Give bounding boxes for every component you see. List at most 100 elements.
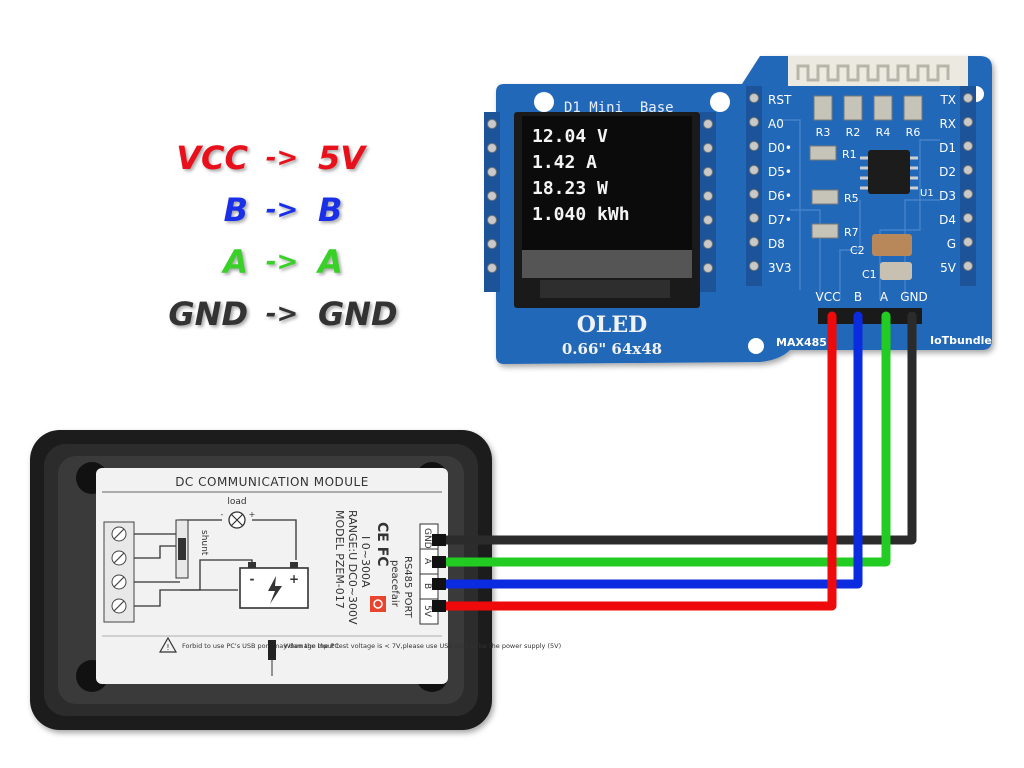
header-pin: [749, 237, 759, 247]
port-label-gnd: GND: [900, 290, 928, 304]
legend-row-a: A -> A: [168, 236, 388, 288]
warning-icon: [158, 636, 178, 653]
header-pin: [487, 215, 497, 225]
pin-mapping-legend: VCC -> 5V B -> B A -> A GND -> GND: [168, 132, 397, 340]
module-note: When the input test voltage is < 7V,plea…: [284, 642, 561, 650]
ce-fc-marks: CE FC: [374, 522, 390, 567]
oled-screen: [522, 116, 692, 250]
resistor-label: R4: [876, 126, 891, 139]
capacitor-c1: [880, 262, 912, 280]
max485-label: MAX485: [776, 336, 827, 349]
port-label-vcc: VCC: [816, 290, 841, 304]
port-pin-5v: 5V: [422, 605, 432, 618]
pin-dots: [487, 93, 973, 273]
header-pin: [749, 261, 759, 271]
svg-text:+: +: [289, 572, 299, 586]
header-pin: [963, 261, 973, 271]
left-pin-label: A0: [768, 117, 784, 131]
header-pin: [749, 213, 759, 223]
wire-gnd: [435, 311, 917, 545]
c1-label: C1: [862, 268, 877, 281]
legend-from: VCC: [176, 139, 248, 177]
legend-arrow: ->: [265, 299, 299, 329]
header-pin: [487, 119, 497, 129]
module-brand: peacefair: [389, 560, 400, 608]
mounting-hole: [534, 92, 554, 112]
wire-a: [435, 311, 891, 567]
resistor: [843, 95, 863, 121]
legend-to: GND: [318, 295, 398, 333]
header-pin: [487, 239, 497, 249]
port-label-a: A: [880, 290, 889, 304]
wire-plug: [432, 578, 446, 590]
legend-row-b: B -> B: [168, 184, 388, 236]
resistor-r1: [809, 145, 837, 161]
header-pin: [487, 167, 497, 177]
header-pin: [703, 263, 713, 273]
header-pin: [487, 263, 497, 273]
svg-text:+: +: [249, 510, 256, 519]
wire-plug: [432, 556, 446, 568]
right-pin-label: D3: [939, 189, 956, 203]
oled-display: 12.04 V1.42 A18.23 W1.040 kWh OLED 0.66"…: [514, 112, 700, 358]
peacefair-logo: [370, 596, 386, 612]
right-pin-label: 5V: [940, 261, 957, 275]
right-pin-label: D1: [939, 141, 956, 155]
resistor-r7: [811, 223, 839, 239]
lightning-icon: [268, 576, 282, 604]
usb-port-icon: [268, 640, 276, 660]
svg-text:!: !: [166, 643, 169, 652]
left-pin-label: D7•: [768, 213, 792, 227]
legend-to: A: [318, 243, 343, 281]
legend-from: B: [223, 191, 248, 229]
resistor-label: R6: [906, 126, 921, 139]
legend-to: B: [318, 191, 343, 229]
header-pin: [749, 93, 759, 103]
board-brand: IoTbundle: [930, 334, 992, 347]
board-connector: [818, 308, 922, 324]
header-pin: [749, 189, 759, 199]
header-pin: [749, 141, 759, 151]
left-pin-label: RST: [768, 93, 792, 107]
module-warning: Forbid to use PC's USB port may damage t…: [182, 642, 339, 650]
header-pin: [749, 165, 759, 175]
wire-vcc: [435, 311, 837, 611]
right-pin-label: TX: [939, 93, 956, 107]
module-range-voltage: RANGE:U DC0~300V: [346, 510, 359, 625]
resistor: [903, 95, 923, 121]
legend-arrow: ->: [265, 195, 299, 225]
left-pin-label: 3V3: [768, 261, 791, 275]
legend-row-vcc: VCC -> 5V: [168, 132, 388, 184]
resistor-label: R3: [816, 126, 831, 139]
port-label-b: B: [854, 290, 862, 304]
legend-arrow: ->: [265, 247, 299, 277]
header-pin: [703, 215, 713, 225]
rs485-port-title: RS485 PORT: [402, 556, 413, 619]
resistor: [813, 95, 833, 121]
oled-label: OLED: [577, 312, 647, 338]
u1-label: U1: [920, 188, 934, 199]
header-pin: [703, 167, 713, 177]
r7-label: R7: [844, 226, 859, 239]
wire-plug: [432, 600, 446, 612]
header-pin: [703, 191, 713, 201]
left-pin-label: D6•: [768, 189, 792, 203]
header-pin: [963, 93, 973, 103]
right-pin-label: D2: [939, 165, 956, 179]
left-pin-label: D0•: [768, 141, 792, 155]
load-label: load: [227, 497, 246, 507]
mounting-hole: [710, 92, 730, 112]
module-range-current: I 0~300A: [359, 536, 372, 588]
shunt-label: shunt: [199, 530, 209, 556]
oled-reading-line: 18.23 W: [532, 178, 608, 199]
resistor-label: R2: [846, 126, 861, 139]
port-pin-a: A: [422, 558, 432, 565]
pin-header: [746, 86, 762, 286]
header-pin: [963, 213, 973, 223]
max485-chip: [868, 150, 910, 194]
port-pin-b: B: [422, 583, 432, 589]
legend-from: A: [223, 243, 248, 281]
header-pin: [487, 191, 497, 201]
legend-from: GND: [168, 295, 248, 333]
legend-to: 5V: [318, 139, 366, 177]
